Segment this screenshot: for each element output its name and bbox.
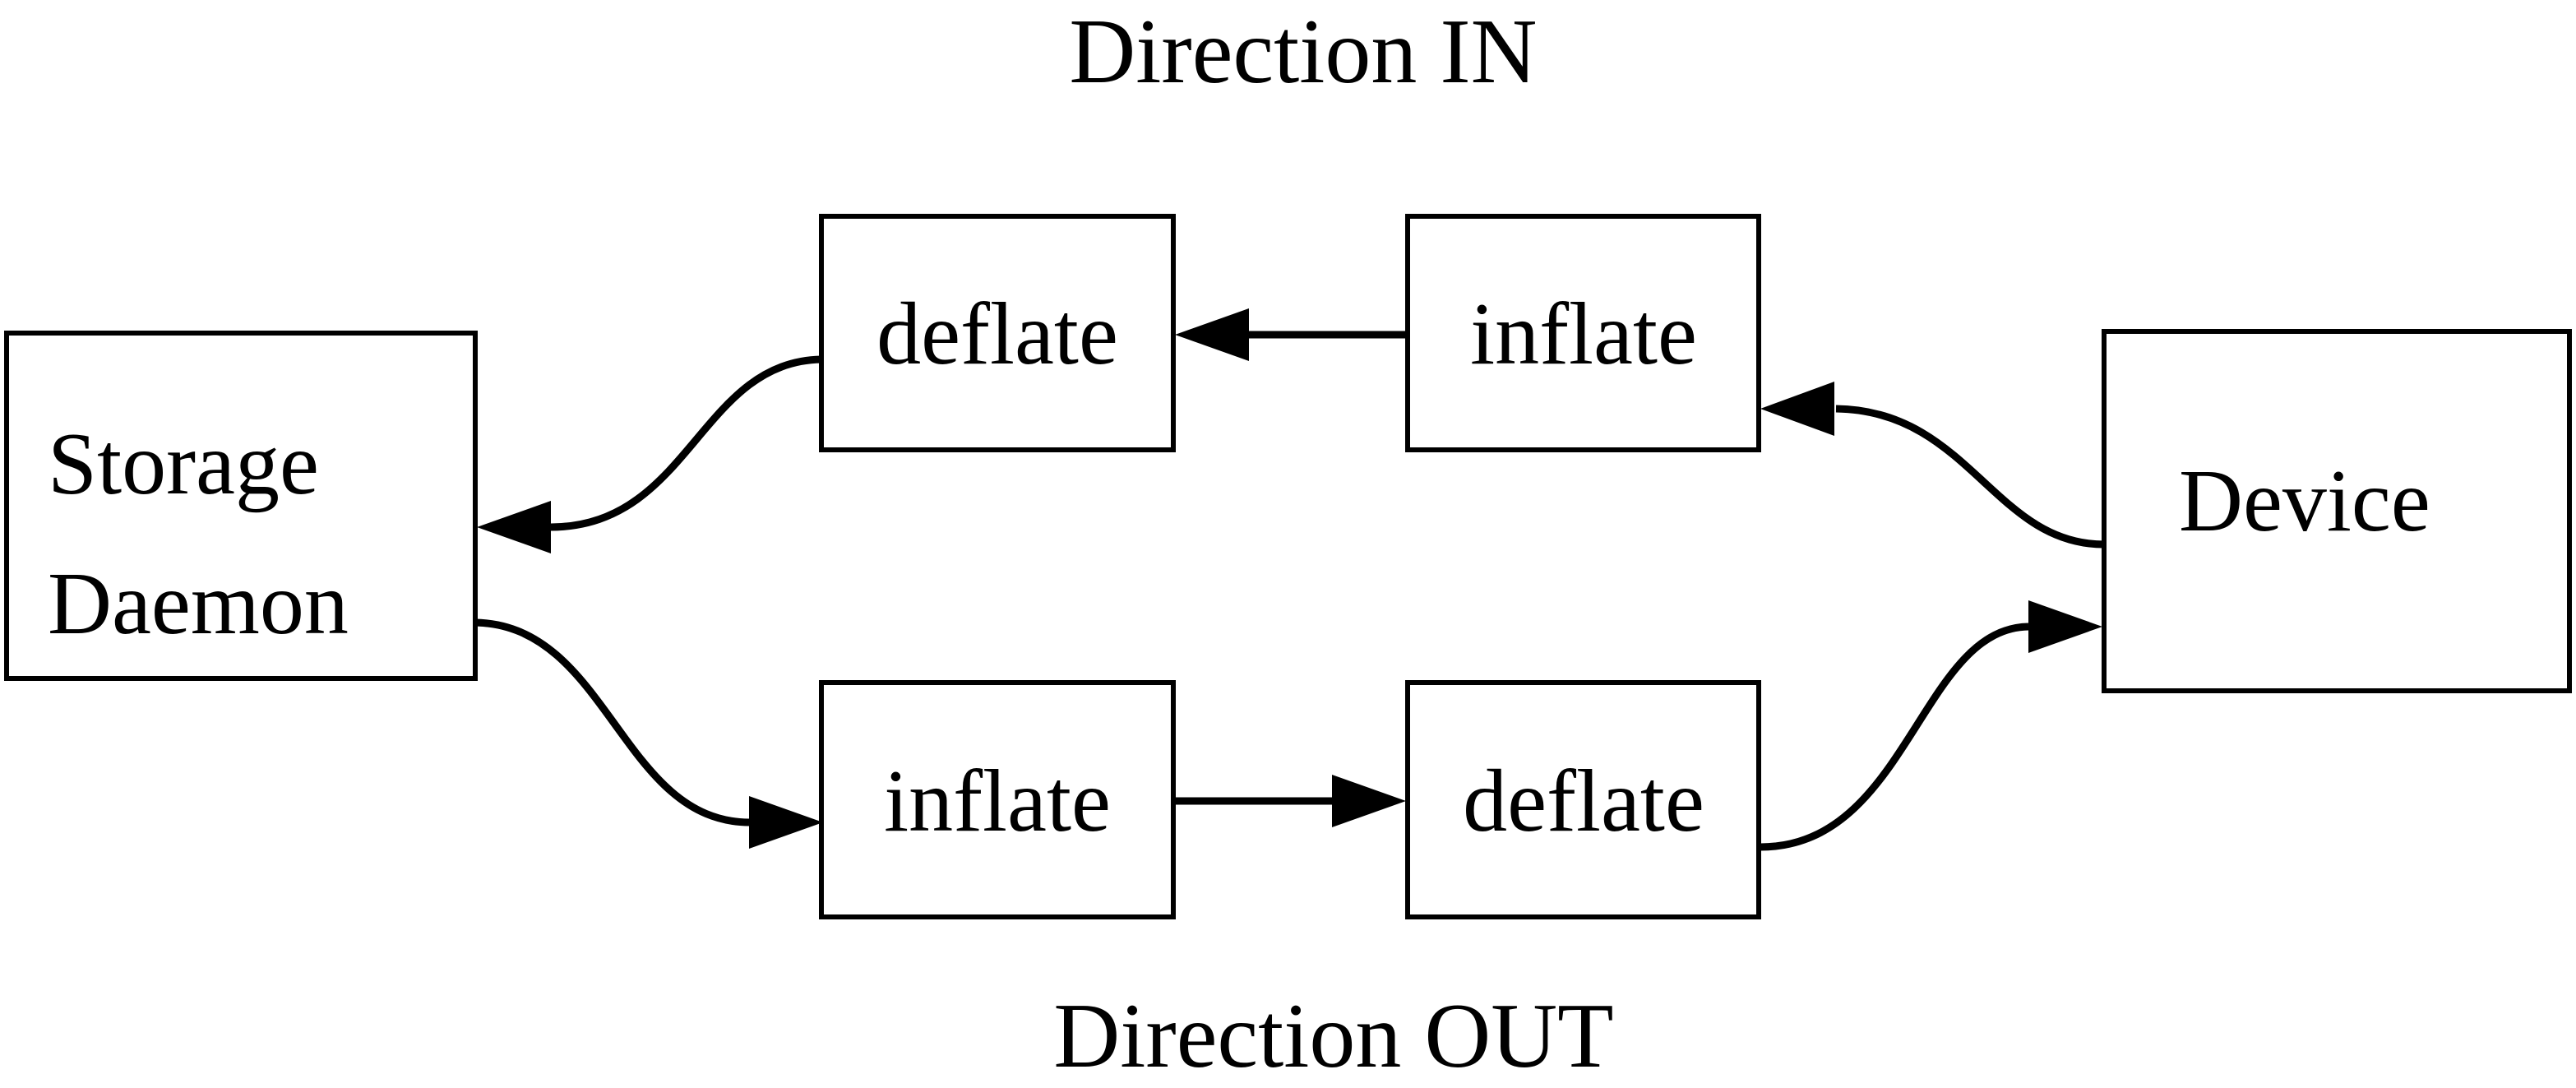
node-inflate-out: inflate <box>819 680 1176 919</box>
node-deflate-in: deflate <box>819 214 1176 452</box>
arrow-line <box>550 355 822 531</box>
arrowhead-left-icon <box>1175 308 1249 361</box>
arrowhead-right-icon <box>749 796 823 849</box>
arrow-line <box>1758 623 2029 851</box>
inflate-out-label: inflate <box>884 752 1111 850</box>
arrow-deflate-in-to-storage-daemon <box>477 355 822 553</box>
arrow-device-to-inflate-in <box>1760 382 2105 549</box>
arrowhead-right-icon <box>1332 775 1406 827</box>
device-box <box>2102 329 2572 693</box>
deflate-in-box <box>819 214 1176 452</box>
arrow-inflate-out-to-deflate-out <box>1173 775 1406 827</box>
arrowhead-left-icon <box>477 501 551 553</box>
arrowhead-left-icon <box>1760 382 1834 436</box>
arrow-storage-daemon-to-inflate-out <box>474 618 823 849</box>
inflate-in-label: inflate <box>1470 285 1697 383</box>
device-label: Device <box>2179 452 2430 550</box>
arrow-line <box>1835 405 2105 549</box>
storage-daemon-label-line2: Daemon <box>48 555 349 653</box>
title-direction-out: Direction OUT <box>1053 985 1613 1087</box>
node-storage-daemon: Storage Daemon <box>4 331 478 681</box>
node-device: Device <box>2102 329 2572 693</box>
arrowhead-right-icon <box>2028 600 2102 653</box>
arrow-deflate-out-to-device <box>1758 600 2102 851</box>
node-inflate-in: inflate <box>1405 214 1761 452</box>
arrow-line <box>474 618 750 826</box>
node-deflate-out: deflate <box>1405 680 1761 919</box>
deflate-out-label: deflate <box>1463 752 1704 850</box>
deflate-in-label: deflate <box>876 285 1118 383</box>
inflate-in-box <box>1405 214 1761 452</box>
title-direction-in: Direction IN <box>1069 1 1537 103</box>
storage-daemon-label-line1: Storage <box>48 415 319 513</box>
arrow-inflate-in-to-deflate-in <box>1175 308 1408 361</box>
deflate-out-box <box>1405 680 1761 919</box>
storage-daemon-box <box>4 331 478 681</box>
